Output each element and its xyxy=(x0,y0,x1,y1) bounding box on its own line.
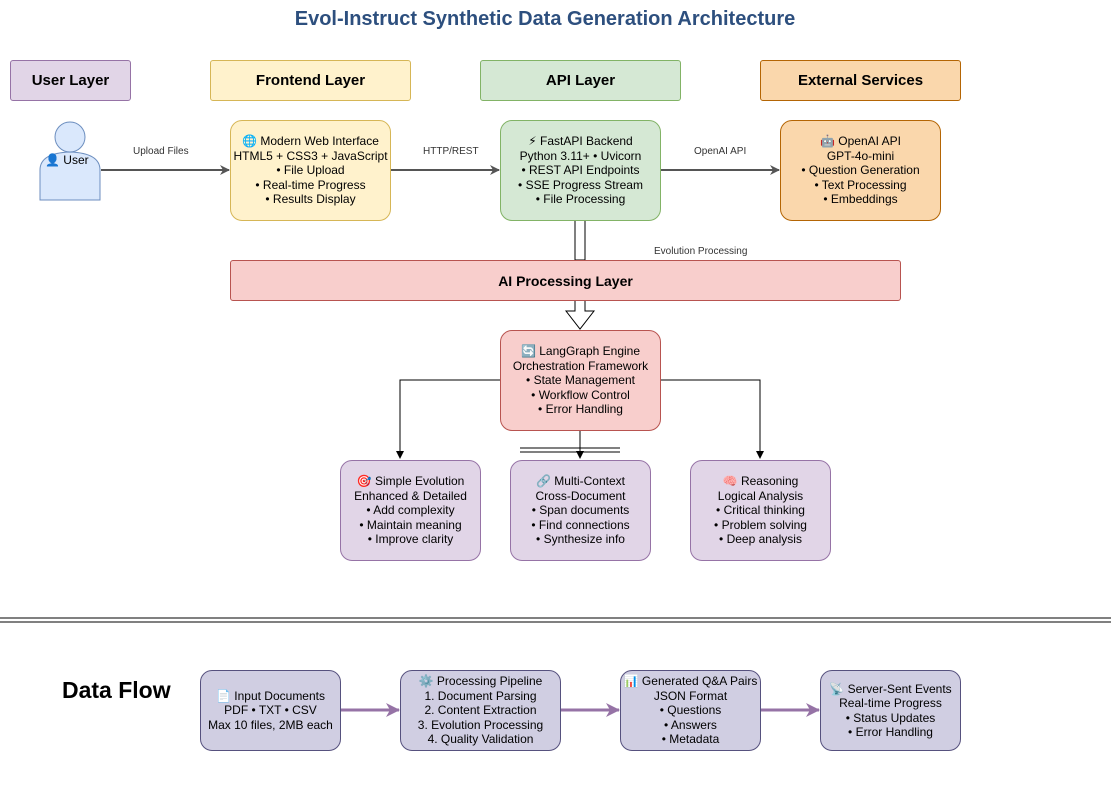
api-layer-header: API Layer xyxy=(480,60,681,101)
multi-context-line: • Span documents xyxy=(531,503,630,518)
fastapi-node-line: • REST API Endpoints xyxy=(521,163,640,178)
qa-pairs-line: • Questions xyxy=(659,703,722,718)
reasoning-line: Logical Analysis xyxy=(717,488,804,503)
frontend-layer-header: Frontend Layer xyxy=(210,60,411,101)
frontend-node-line: HTML5 + CSS3 + JavaScript xyxy=(233,148,388,163)
server-sent-events-node: 📡 Server-Sent Events Real-time Progress … xyxy=(820,670,961,751)
reasoning-line: • Deep analysis xyxy=(719,532,802,547)
qa-pairs-node: 📊 Generated Q&A Pairs JSON Format • Ques… xyxy=(620,670,761,751)
user-label: 👤 User xyxy=(45,153,89,167)
user-layer-header: User Layer xyxy=(10,60,131,101)
multi-context-line: Cross-Document xyxy=(535,488,626,503)
server-sent-events-line: Real-time Progress xyxy=(839,696,942,710)
simple-evolution-line: • Improve clarity xyxy=(367,532,454,547)
frontend-node-title: 🌐 Modern Web Interface xyxy=(242,134,379,149)
frontend-node-line: • Real-time Progress xyxy=(255,177,366,192)
simple-evolution-node: 🎯 Simple Evolution Enhanced & Detailed •… xyxy=(340,460,481,561)
processing-pipeline-node: ⚙️ Processing Pipeline 1. Document Parsi… xyxy=(400,670,561,751)
multi-context-line: • Find connections xyxy=(531,517,630,532)
input-documents-title: 📄 Input Documents xyxy=(216,688,325,703)
langgraph-node-line: • Workflow Control xyxy=(531,387,630,402)
fastapi-node-line: • File Processing xyxy=(535,192,626,207)
input-documents-line: Max 10 files, 2MB each xyxy=(208,717,333,732)
server-sent-events-line: • Status Updates xyxy=(845,710,936,725)
branch-reasoning-arrow xyxy=(661,379,764,459)
qa-pairs-title: 📊 Generated Q&A Pairs xyxy=(623,674,758,689)
qa-pairs-line: • Answers xyxy=(664,717,717,732)
qa-pairs-line: • Metadata xyxy=(661,732,720,747)
http-rest-label: HTTP/REST xyxy=(423,146,479,157)
openai-node-line: • Question Generation xyxy=(801,163,920,178)
input-documents-node: 📄 Input Documents PDF • TXT • CSV Max 10… xyxy=(200,670,341,751)
openai-node-line: • Embeddings xyxy=(823,192,898,207)
openai-node: 🤖 OpenAI API GPT-4o-mini • Question Gene… xyxy=(780,120,941,221)
evolution-processing-label: Evolution Processing xyxy=(654,246,748,257)
fastapi-node-line: Python 3.11+ • Uvicorn xyxy=(519,148,642,163)
processing-pipeline-line: 1. Document Parsing xyxy=(424,688,537,703)
input-documents-line: PDF • TXT • CSV xyxy=(224,703,317,718)
openai-node-line: GPT-4o-mini xyxy=(826,148,895,163)
user-actor-icon xyxy=(39,121,101,201)
langgraph-node: 🔄 LangGraph Engine Orchestration Framewo… xyxy=(500,330,661,431)
processing-pipeline-line: 4. Quality Validation xyxy=(427,732,534,747)
frontend-node: 🌐 Modern Web Interface HTML5 + CSS3 + Ja… xyxy=(230,120,391,221)
external-services-header: External Services xyxy=(760,60,961,101)
branch-simple-arrow xyxy=(396,379,501,459)
upload-files-label: Upload Files xyxy=(133,146,189,157)
ai-processing-layer-header: AI Processing Layer xyxy=(230,260,901,301)
multi-context-node: 🔗 Multi-Context Cross-Document • Span do… xyxy=(510,460,651,561)
server-sent-events-title: 📡 Server-Sent Events xyxy=(829,681,952,696)
processing-pipeline-title: ⚙️ Processing Pipeline xyxy=(418,674,543,689)
simple-evolution-line: • Maintain meaning xyxy=(359,517,462,532)
fastapi-node-line: • SSE Progress Stream xyxy=(518,177,643,192)
diagram-title: Evol-Instruct Synthetic Data Generation … xyxy=(294,8,796,30)
data-flow-heading: Data Flow xyxy=(62,677,171,703)
langgraph-node-line: • State Management xyxy=(526,373,635,388)
simple-evolution-line: Enhanced & Detailed xyxy=(354,488,467,503)
server-sent-events-line: • Error Handling xyxy=(848,725,933,739)
openai-node-line: • Text Processing xyxy=(814,177,907,192)
multi-context-line: • Synthesize info xyxy=(536,532,625,547)
simple-evolution-line: • Add complexity xyxy=(366,503,455,518)
reasoning-line: • Critical thinking xyxy=(716,503,805,518)
frontend-node-line: • File Upload xyxy=(276,163,345,178)
multi-context-title: 🔗 Multi-Context xyxy=(536,474,625,489)
langgraph-node-title: 🔄 LangGraph Engine xyxy=(520,344,641,359)
langgraph-node-line: • Error Handling xyxy=(538,402,623,417)
fastapi-node: ⚡ FastAPI Backend Python 3.11+ • Uvicorn… xyxy=(500,120,661,221)
fastapi-node-title: ⚡ FastAPI Backend xyxy=(528,134,633,149)
qa-pairs-line: JSON Format xyxy=(653,688,728,703)
reasoning-line: • Problem solving xyxy=(714,517,807,532)
frontend-node-line: • Results Display xyxy=(265,192,356,207)
langgraph-node-line: Orchestration Framework xyxy=(512,358,649,373)
processing-pipeline-line: 3. Evolution Processing xyxy=(417,717,544,732)
openai-node-title: 🤖 OpenAI API xyxy=(820,134,901,149)
openai-api-label: OpenAI API xyxy=(694,146,747,157)
simple-evolution-title: 🎯 Simple Evolution xyxy=(356,474,465,489)
reasoning-title: 🧠 Reasoning xyxy=(722,474,799,489)
reasoning-node: 🧠 Reasoning Logical Analysis • Critical … xyxy=(690,460,831,561)
processing-pipeline-line: 2. Content Extraction xyxy=(424,703,537,718)
